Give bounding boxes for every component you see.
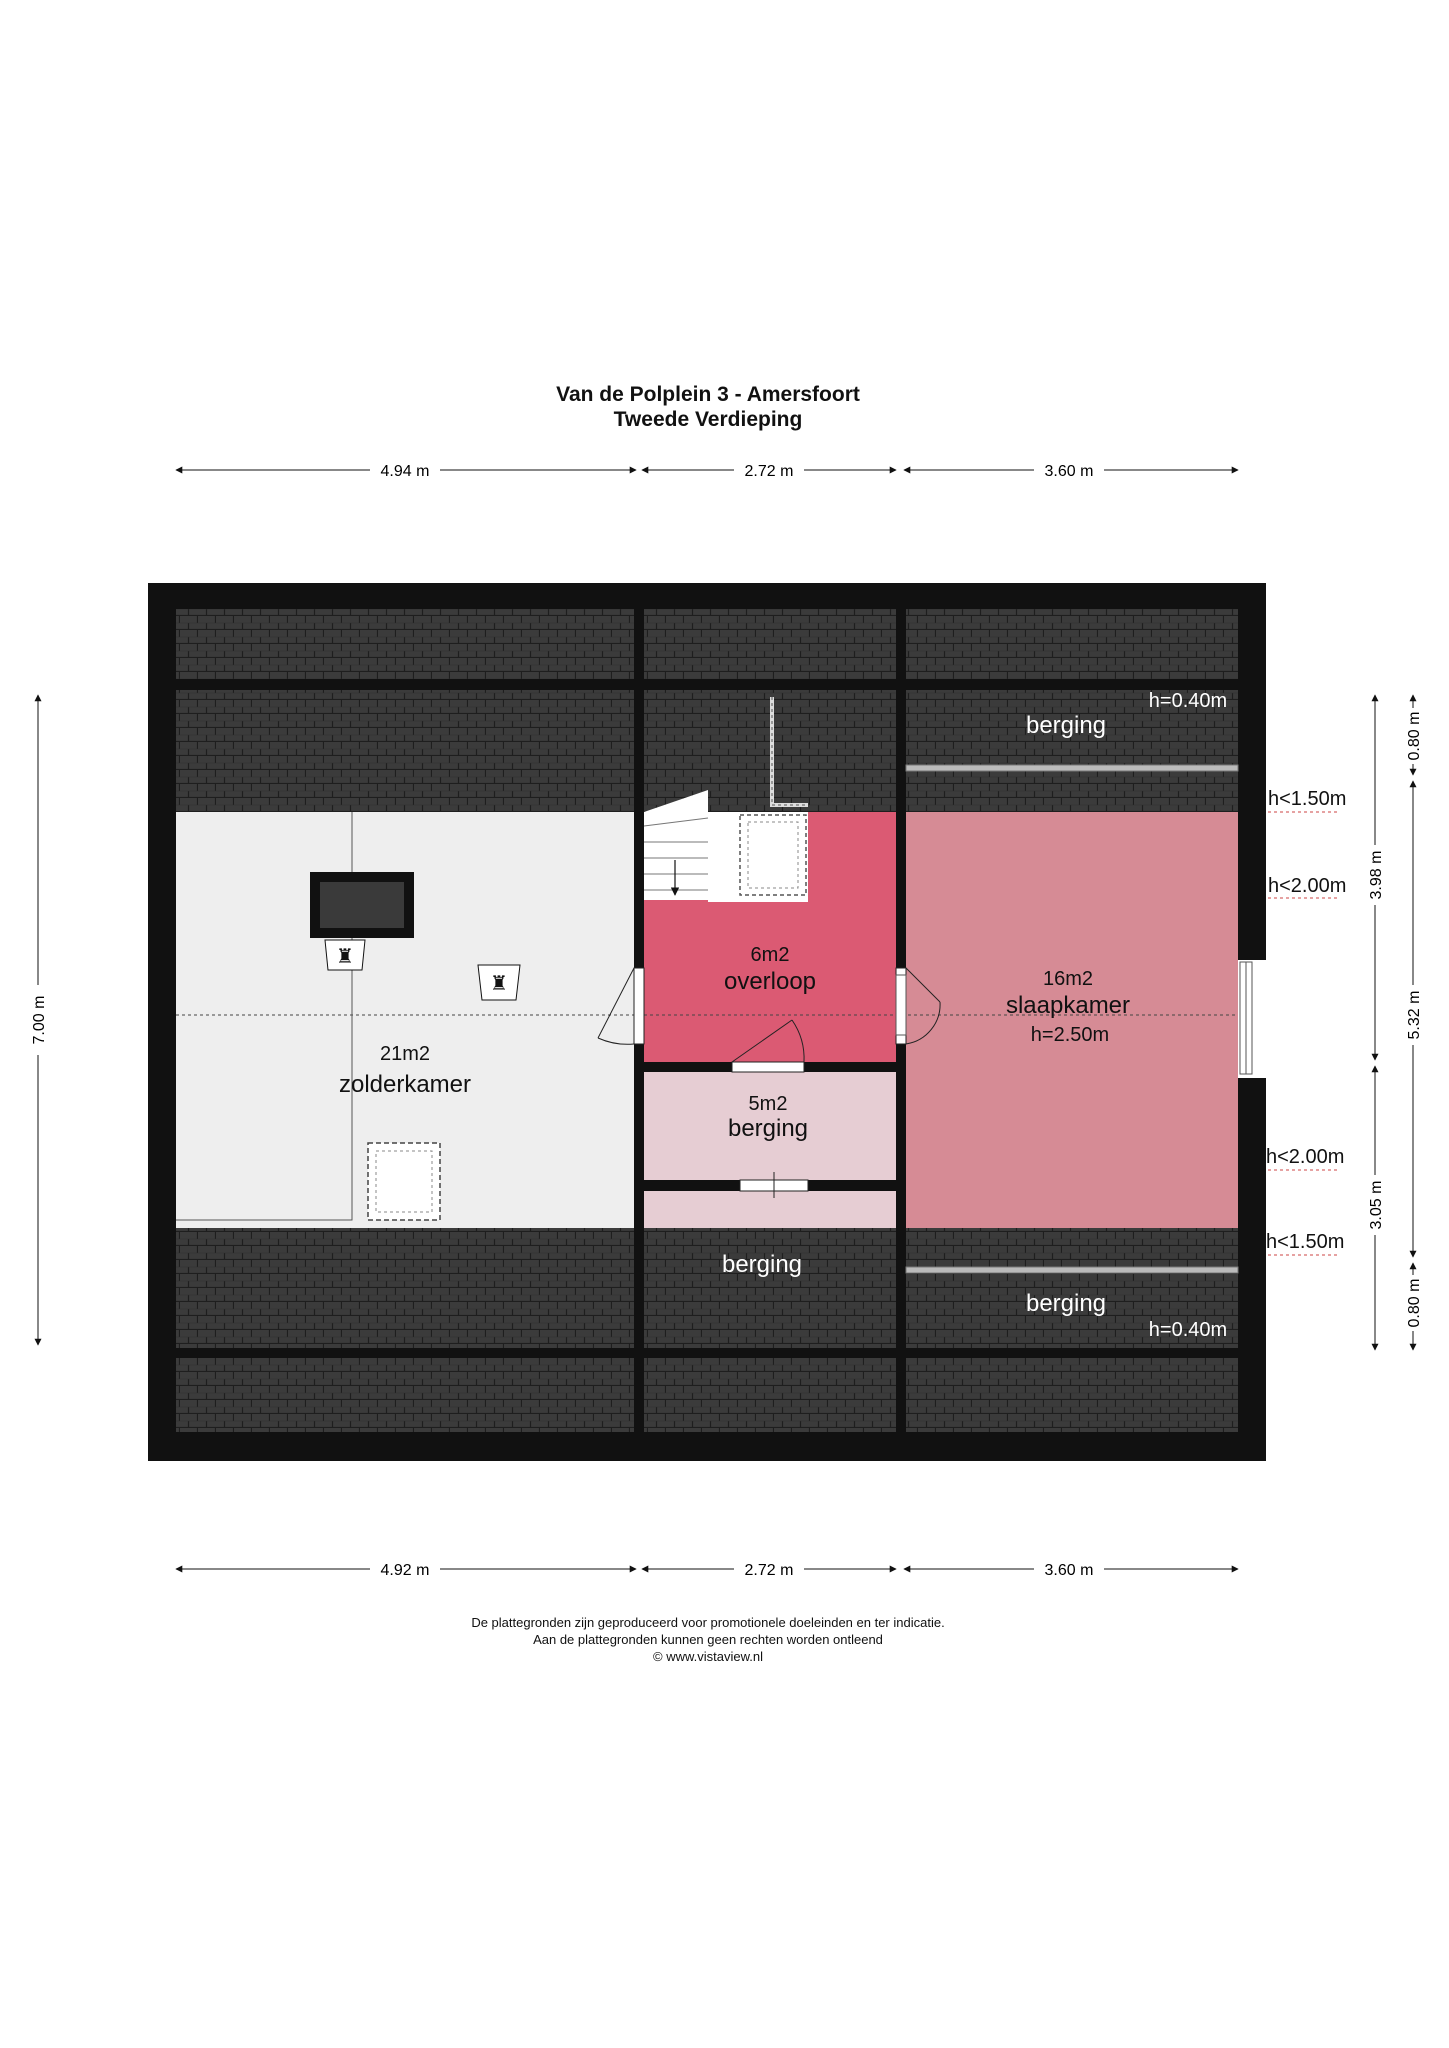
berging-bottom-right-name: berging	[1026, 1290, 1106, 1317]
zolderkamer-name: zolderkamer	[339, 1071, 471, 1098]
slaapkamer-area: 16m2	[1043, 968, 1093, 990]
plan-subtitle: Tweede Verdieping	[613, 408, 803, 431]
disclaimer-line-1: De plattegronden zijn geproduceerd voor …	[471, 1615, 945, 1630]
smoke-detector-icon: ♜	[477, 964, 521, 1001]
slaapkamer-height: h=2.50m	[1031, 1024, 1109, 1046]
berging-small-area: 5m2	[749, 1093, 788, 1115]
dim-bottom-3: 3.60 m	[1045, 1562, 1094, 1579]
berging-small-name: berging	[728, 1115, 808, 1142]
dim-right-outer-1: 0.80 m	[1406, 712, 1423, 761]
plan-title: Van de Polplein 3 - Amersfoort	[556, 383, 860, 406]
dim-top-2: 2.72 m	[745, 463, 794, 480]
knee-wall-bottom	[905, 1266, 1239, 1274]
zolderkamer-area: 21m2	[380, 1043, 430, 1065]
dim-left: 7.00 m	[31, 996, 48, 1045]
svg-text:♜: ♜	[336, 946, 354, 968]
window-icon	[895, 961, 1253, 1075]
slaapkamer-name: slaapkamer	[1006, 992, 1130, 1019]
overloop-name: overloop	[724, 968, 816, 995]
dim-bottom-2: 2.72 m	[745, 1562, 794, 1579]
height-marker-lines	[1268, 811, 1340, 1256]
overloop-area: 6m2	[751, 944, 790, 966]
berging-top-right-name: berging	[1026, 712, 1106, 739]
disclaimer-line-3: © www.vistaview.nl	[653, 1649, 763, 1664]
height-marker-bottom-200: h<2.00m	[1266, 1146, 1344, 1168]
dim-bottom-1: 4.92 m	[381, 1562, 430, 1579]
stairs-icon	[643, 697, 808, 902]
tv-icon: ♜	[310, 872, 414, 971]
knee-wall-top	[905, 764, 1239, 772]
svg-text:♜: ♜	[490, 973, 508, 995]
roof-tiles	[176, 609, 1238, 1432]
berging-top-right-height: h=0.40m	[1149, 690, 1227, 712]
dim-right-inner-2: 3.05 m	[1368, 1181, 1385, 1230]
disclaimer-line-2: Aan de plattegronden kunnen geen rechten…	[533, 1632, 883, 1647]
height-marker-top-200: h<2.00m	[1268, 875, 1346, 897]
dim-right-outer-3: 0.80 m	[1406, 1279, 1423, 1328]
berging-bottom-middle-name: berging	[722, 1251, 802, 1278]
dim-top-3: 3.60 m	[1045, 463, 1094, 480]
room-berging-strip	[644, 1191, 896, 1228]
room-slaapkamer	[906, 812, 1238, 1228]
room-berging-small	[644, 1072, 896, 1180]
height-marker-bottom-150: h<1.50m	[1266, 1231, 1344, 1253]
disclaimer: De plattegronden zijn geproduceerd voor …	[0, 1614, 1416, 1665]
dim-top-1: 4.94 m	[381, 463, 430, 480]
dim-right-inner-1: 3.98 m	[1368, 851, 1385, 900]
height-marker-top-150: h<1.50m	[1268, 788, 1346, 810]
dim-right-outer-2: 5.32 m	[1406, 991, 1423, 1040]
skylight-icon	[367, 1142, 441, 1221]
berging-bottom-right-height: h=0.40m	[1149, 1319, 1227, 1341]
